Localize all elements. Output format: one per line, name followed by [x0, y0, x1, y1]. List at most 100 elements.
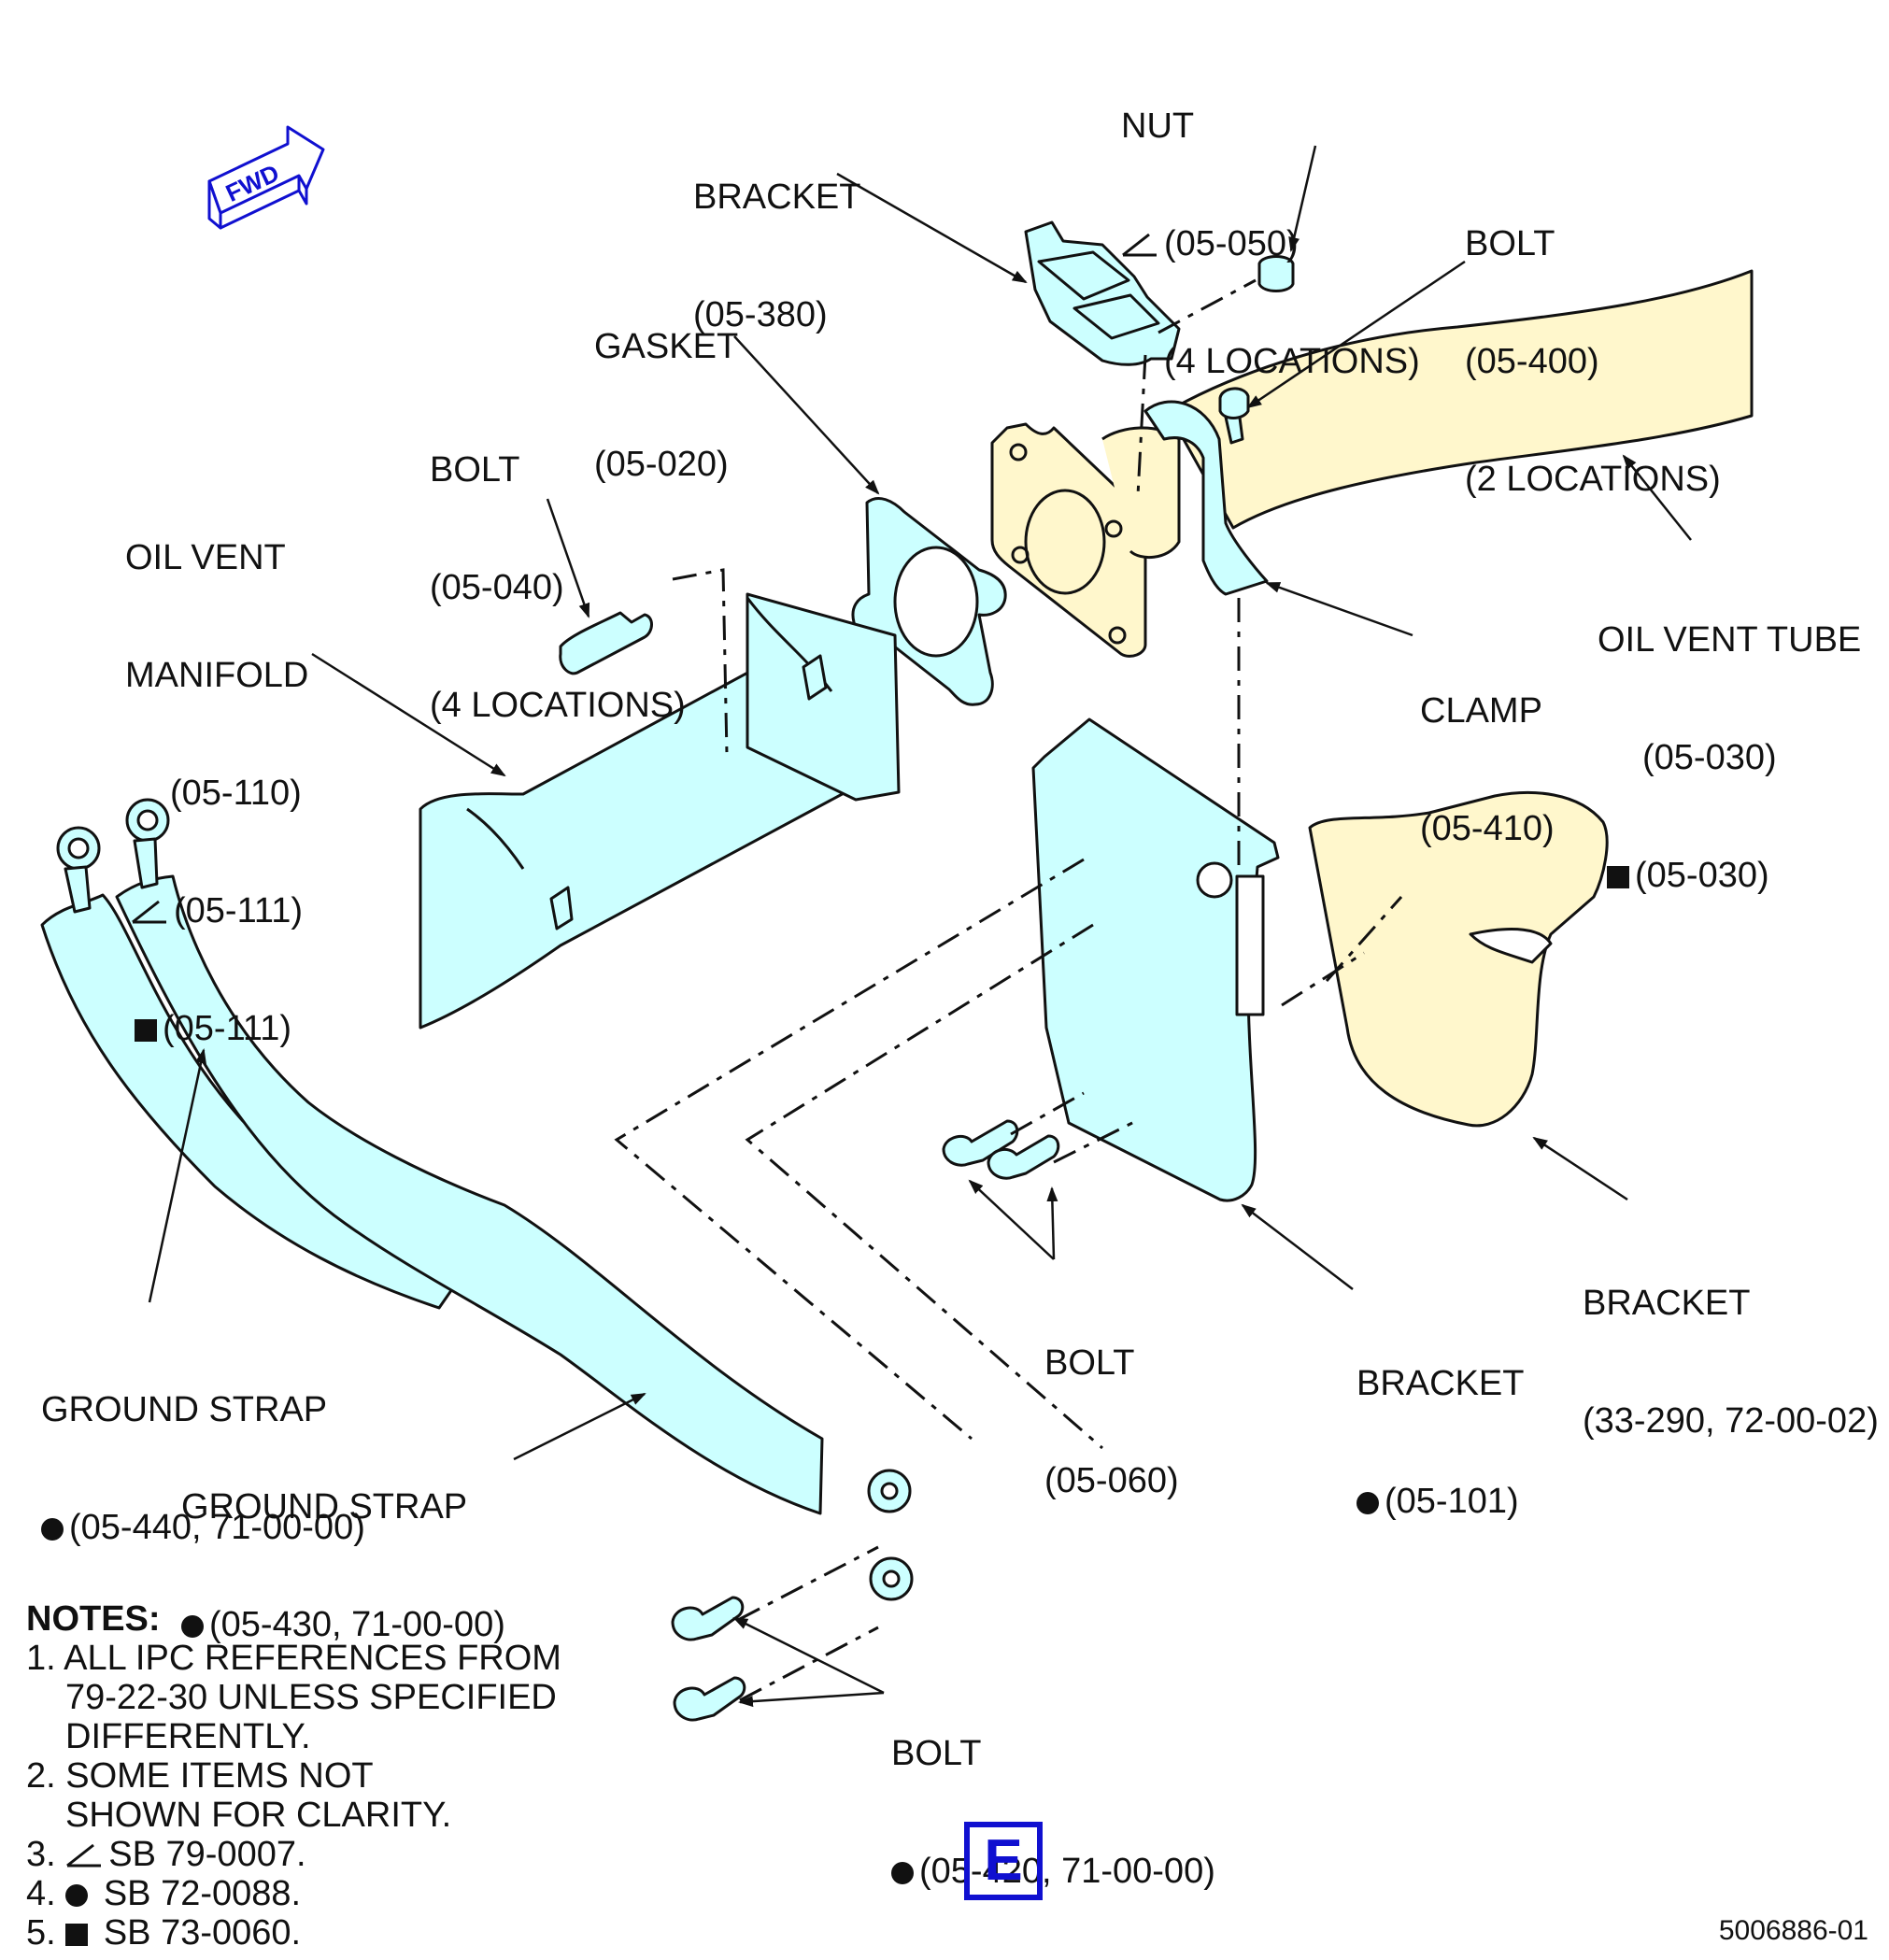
leader-bracket-380 — [836, 172, 1028, 284]
label-nut-qty: (4 LOCATIONS) — [1164, 342, 1420, 381]
leader-bracket-101 — [1241, 1203, 1354, 1290]
oil-vent-tube — [1166, 269, 1754, 530]
label-bolt-040: BOLT (05-040) (4 LOCATIONS) — [430, 372, 686, 764]
label-bracket-380-ref: (05-380) — [693, 295, 828, 334]
note-2-line-2: SHOWN FOR CLARITY. — [65, 1796, 452, 1835]
label-bracket-380: BRACKET (05-380) — [693, 99, 860, 374]
triangle-symbol-icon — [132, 900, 166, 924]
label-bracket-33290: BRACKET (33-290, 72-00-02) — [1583, 1205, 1879, 1480]
label-clamp-name: CLAMP — [1420, 691, 1542, 731]
circle-symbol-icon — [181, 1615, 204, 1638]
label-bolt-060-name: BOLT — [1044, 1343, 1135, 1383]
view-label: E — [964, 1822, 1043, 1900]
label-bracket-33290-ref: (33-290, 72-00-02) — [1583, 1401, 1879, 1441]
leader-bracket-33290 — [1532, 1136, 1628, 1201]
note-3-text: SB 79-0007. — [108, 1835, 306, 1874]
square-symbol-icon — [135, 1019, 157, 1042]
leader-oil-vent-tube — [1622, 454, 1692, 541]
circle-symbol-icon — [891, 1862, 914, 1884]
note-1-line-3: DIFFERENTLY. — [65, 1717, 311, 1756]
leader-manifold — [311, 652, 506, 777]
label-bracket-380-name: BRACKET — [693, 178, 861, 217]
label-gasket: GASKET (05-020) — [594, 249, 738, 523]
label-ground-strap-430: GROUND STRAP (05-430, 71-00-00) — [181, 1409, 505, 1683]
square-symbol-icon — [65, 1924, 89, 1946]
leader-bolt-040 — [546, 498, 590, 618]
bolt-060-b — [987, 1134, 1060, 1180]
label-manifold-ref2: (05-111) — [174, 891, 303, 930]
leader-bolt-060-b — [1046, 1186, 1058, 1260]
label-nut: NUT (05-050) (4 LOCATIONS) — [1121, 28, 1420, 420]
label-clamp-ref: (05-410) — [1420, 809, 1555, 848]
label-bolt-040-ref: (05-040) — [430, 568, 564, 607]
label-bracket-101: BRACKET (05-101) — [1356, 1285, 1524, 1560]
label-manifold-ref1: (05-110) — [170, 774, 302, 813]
note-4-text: SB 72-0088. — [103, 1874, 302, 1913]
bolt-420-b — [673, 1676, 746, 1722]
label-nut-name: NUT — [1121, 107, 1195, 146]
label-ground-strap-440-name: GROUND STRAP — [41, 1390, 328, 1429]
leader-nut — [1288, 145, 1317, 252]
bolt-040 — [559, 611, 653, 675]
document-number: 5006886-01 — [1718, 1915, 1868, 1946]
label-oil-vent-tube: OIL VENT TUBE (05-030) (05-030) — [1598, 542, 1861, 934]
note-5-text: SB 73-0060. — [103, 1913, 302, 1953]
leader-ground-strap-440 — [148, 1048, 206, 1303]
bolt-420-a — [671, 1596, 745, 1641]
label-bolt-040-qty: (4 LOCATIONS) — [430, 686, 686, 725]
leader-gasket — [733, 335, 880, 495]
label-ground-strap-430-name: GROUND STRAP — [181, 1487, 468, 1527]
label-gasket-ref: (05-020) — [594, 445, 729, 484]
note-1-line-1: 1. ALL IPC REFERENCES FROM — [26, 1639, 561, 1678]
label-bracket-33290-name: BRACKET — [1583, 1284, 1751, 1323]
leader-bolt-420-a — [732, 1616, 885, 1695]
label-manifold-name2: MANIFOLD — [125, 656, 309, 695]
label-bolt-420-ref: (05-420, 71-00-00) — [919, 1852, 1215, 1891]
circle-symbol-icon — [65, 1884, 89, 1907]
label-manifold: OIL VENT MANIFOLD (05-110) (05-111) (05-… — [125, 460, 308, 1087]
note-5: 5. SB 73-0060. — [26, 1913, 561, 1953]
label-oil-vent-tube-ref1: (05-030) — [1642, 738, 1777, 777]
label-bolt-060: BOLT (05-060) — [1044, 1265, 1179, 1540]
clamp — [1143, 400, 1269, 596]
label-bolt-400-name: BOLT — [1465, 224, 1555, 263]
triangle-symbol-icon — [66, 1843, 102, 1868]
label-clamp: CLAMP (05-410) — [1420, 613, 1555, 888]
label-bolt-420: BOLT (05-420, 71-00-00) — [891, 1655, 1215, 1930]
note-3: 3. SB 79-0007. — [26, 1835, 561, 1874]
leader-clamp — [1265, 581, 1413, 637]
label-bracket-101-name: BRACKET — [1356, 1364, 1525, 1403]
leader-bolt-400 — [1246, 260, 1466, 409]
note-1-line-2: 79-22-30 UNLESS SPECIFIED — [65, 1678, 557, 1717]
label-oil-vent-tube-ref2: (05-030) — [1635, 856, 1769, 895]
label-bracket-101-ref: (05-101) — [1385, 1482, 1519, 1521]
label-bolt-420-name: BOLT — [891, 1734, 982, 1773]
label-bolt-060-ref: (05-060) — [1044, 1461, 1179, 1500]
circle-symbol-icon — [1356, 1492, 1379, 1514]
notes-heading: NOTES: — [26, 1599, 161, 1639]
label-bolt-400-qty: (2 LOCATIONS) — [1465, 460, 1721, 499]
label-bolt-400: BOLT (05-400) (2 LOCATIONS) — [1465, 146, 1721, 538]
leader-bolt-060-a — [968, 1179, 1055, 1260]
label-manifold-ref3: (05-111) — [163, 1009, 291, 1048]
leader-bolt-420-b — [738, 1691, 885, 1708]
label-bolt-400-ref: (05-400) — [1465, 342, 1599, 381]
label-gasket-name: GASKET — [594, 327, 739, 366]
nut-050 — [1257, 255, 1295, 292]
fwd-arrow-icon: FWD — [207, 125, 325, 230]
note-4-number: 4. — [26, 1874, 56, 1913]
notes-block: NOTES: 1. ALL IPC REFERENCES FROM 79-22-… — [26, 1599, 561, 1953]
leader-ground-strap-430 — [513, 1392, 646, 1461]
note-5-number: 5. — [26, 1913, 56, 1953]
label-ground-strap-440: GROUND STRAP (05-440, 71-00-00) — [41, 1312, 365, 1586]
circle-symbol-icon — [41, 1518, 64, 1541]
label-manifold-name1: OIL VENT — [125, 538, 286, 577]
ground-strap-430 — [115, 874, 824, 1515]
label-nut-ref: (05-050) — [1164, 224, 1299, 263]
triangle-symbol-icon — [1122, 233, 1157, 257]
label-ground-strap-440-ref: (05-440, 71-00-00) — [69, 1508, 365, 1547]
note-3-number: 3. — [26, 1835, 56, 1874]
bracket-33290 — [1308, 791, 1609, 1128]
label-oil-vent-tube-name: OIL VENT TUBE — [1598, 620, 1862, 660]
